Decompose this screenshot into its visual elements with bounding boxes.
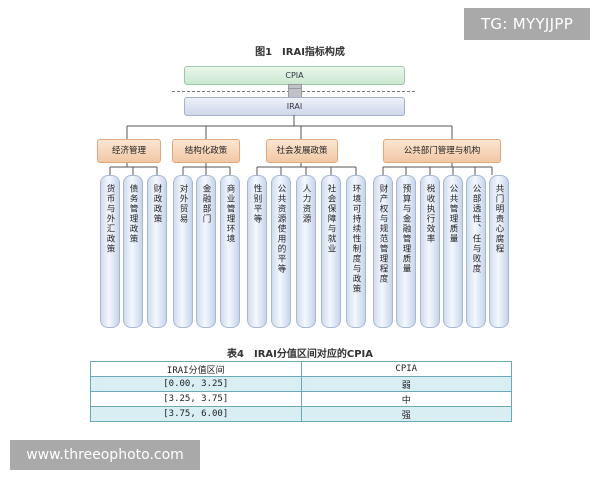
table-cell-range: [3.25, 3.75] [90, 391, 302, 407]
indicator-label: 对外贸易 [178, 184, 188, 224]
indicator-column: 公部透性、任与败度 [466, 175, 486, 328]
indicator-label: 税收执行效率 [425, 184, 435, 244]
indicator-column: 财产权与规范管理程度 [373, 175, 393, 328]
table-row: [3.75, 6.00] 强 [90, 406, 512, 422]
indicator-column: 性别平等 [247, 175, 267, 328]
indicator-column: 社会保障与就业 [321, 175, 341, 328]
indicator-column: 环境可持续性制度与政策 [346, 175, 366, 328]
category-social-development-policy: 社会发展政策 [266, 139, 338, 163]
indicator-label: 环境可持续性制度与政策 [351, 184, 361, 294]
indicator-column: 商业管理环境 [220, 175, 240, 328]
table-header-cell: CPIA [300, 361, 512, 377]
indicator-column: 债务管理政策 [123, 175, 143, 328]
figure-title: 图1 IRAI指标构成 [255, 47, 345, 58]
table-header-cell: IRAI分值区间 [90, 361, 302, 377]
category-economic-management: 经济管理 [97, 139, 161, 163]
indicator-label: 财产权与规范管理程度 [378, 184, 388, 284]
table-header-row: IRAI分值区间 CPIA [90, 361, 512, 377]
table-row: [3.25, 3.75] 中 [90, 391, 512, 407]
table-cell-range: [3.75, 6.00] [90, 406, 302, 422]
indicator-column: 预算与金融管理质量 [396, 175, 416, 328]
indicator-label: 公共资源使用的平等 [276, 184, 286, 274]
table-cell-cpia: 弱 [300, 376, 512, 392]
category-public-sector-management: 公共部门管理与机构 [383, 139, 501, 163]
indicator-column: 财政政策 [147, 175, 167, 328]
indicator-label: 人力资源 [301, 184, 311, 224]
category-structural-policy: 结构化政策 [172, 139, 240, 163]
indicator-column: 金融部门 [196, 175, 216, 328]
indicator-label: 商业管理环境 [225, 184, 235, 244]
indicator-label: 货币与外汇政策 [105, 184, 115, 254]
watermark-bottom: www.threeophoto.com [10, 440, 200, 470]
indicator-label: 预算与金融管理质量 [401, 184, 411, 274]
indicator-label: 金融部门 [201, 184, 211, 224]
indicator-column: 货币与外汇政策 [100, 175, 120, 328]
indicator-label: 公部透性、任与败度 [471, 184, 481, 274]
indicator-column: 公共管理质量 [443, 175, 463, 328]
table-cell-range: [0.00, 3.25] [90, 376, 302, 392]
indicator-label: 性别平等 [252, 184, 262, 224]
indicator-label: 社会保障与就业 [326, 184, 336, 254]
indicator-label: 债务管理政策 [128, 184, 138, 244]
indicator-column: 共门明责心腐程 [489, 175, 509, 328]
watermark-top: TG: MYYJJPP [464, 8, 590, 40]
table-cell-cpia: 中 [300, 391, 512, 407]
indicator-label: 共门明责心腐程 [494, 184, 504, 254]
indicator-label: 公共管理质量 [448, 184, 458, 244]
indicator-column: 人力资源 [296, 175, 316, 328]
irai-cpia-table: IRAI分值区间 CPIA [0.00, 3.25] 弱 [3.25, 3.75… [90, 361, 512, 422]
indicator-column: 公共资源使用的平等 [271, 175, 291, 328]
indicator-column: 对外贸易 [173, 175, 193, 328]
table-cell-cpia: 强 [300, 406, 512, 422]
indicator-label: 财政政策 [152, 184, 162, 224]
table-title: 表4 IRAI分值区间对应的CPIA [227, 349, 373, 360]
indicator-column: 税收执行效率 [420, 175, 440, 328]
table-row: [0.00, 3.25] 弱 [90, 376, 512, 392]
